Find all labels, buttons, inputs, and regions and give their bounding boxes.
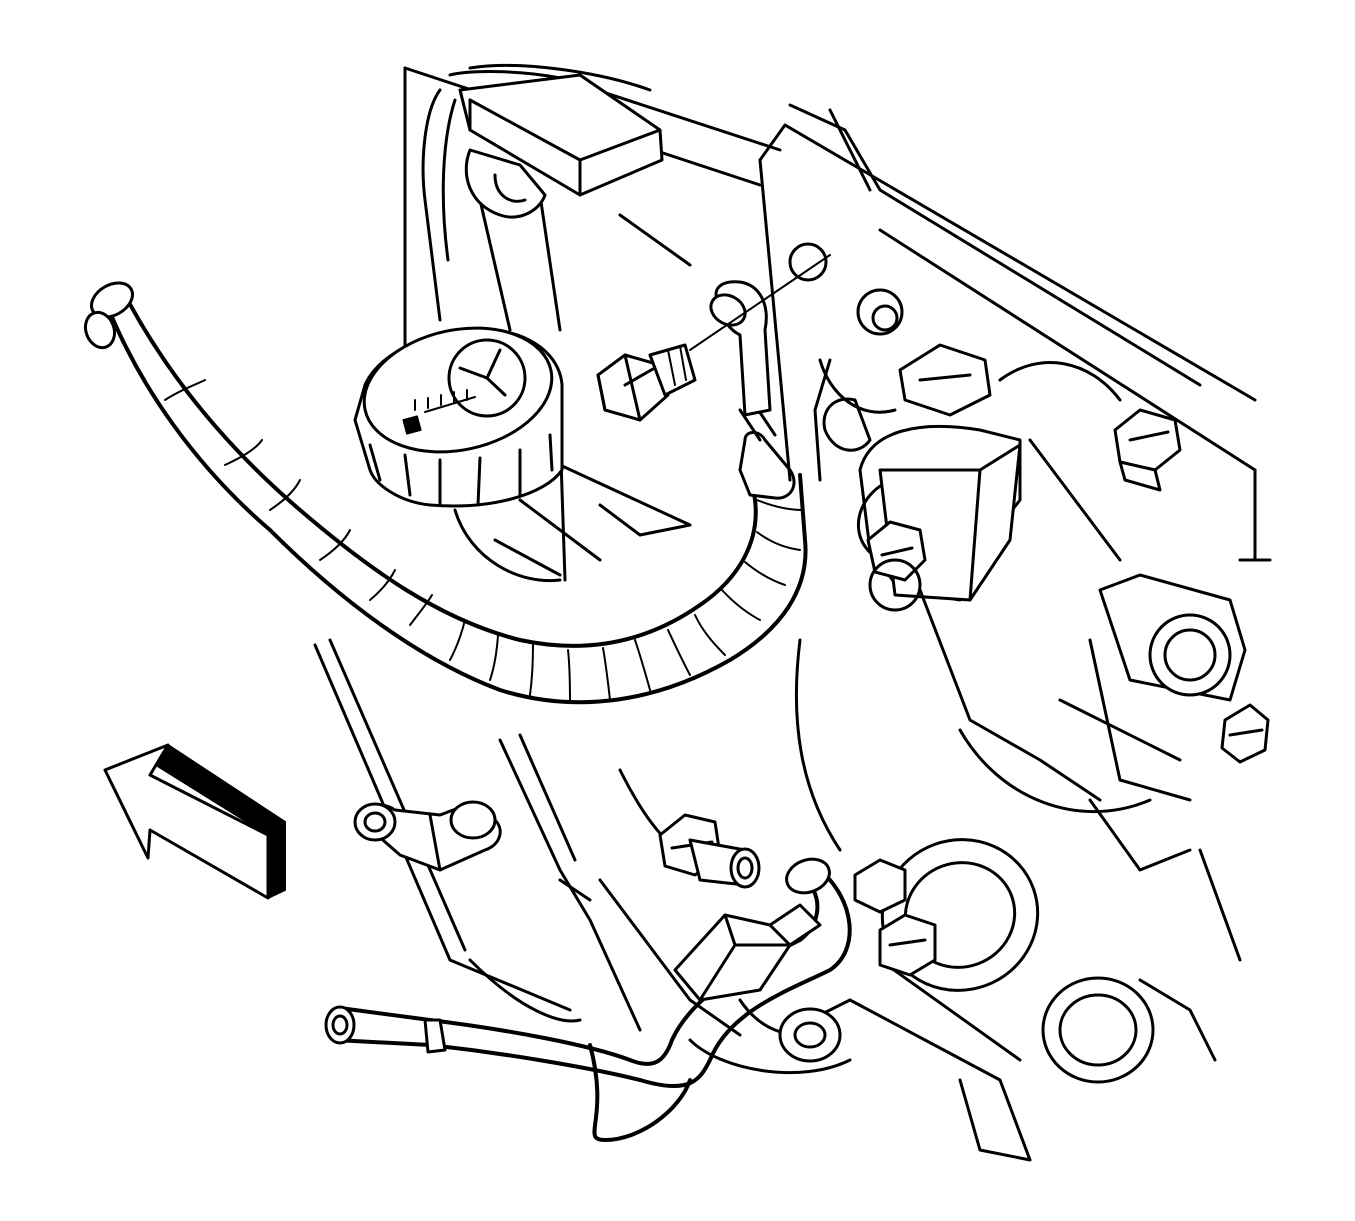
ground-wire-harness-icon <box>83 281 808 705</box>
engine-bracket-icon <box>758 103 1272 962</box>
radiator-panel <box>403 63 782 347</box>
upper-mount-block <box>458 73 664 219</box>
hose-fitting-upper-icon <box>353 800 502 872</box>
direction-arrow-icon <box>103 743 286 900</box>
ground-bolt-icon <box>596 343 697 422</box>
reservoir-cap-icon <box>353 326 564 508</box>
coolant-housing-icon <box>848 838 1217 1162</box>
hose-fitting-middle-icon <box>658 813 761 889</box>
heater-hose-icon <box>324 857 852 1142</box>
lower-engine-lines <box>313 638 852 1075</box>
ring-terminal-icon <box>689 254 831 500</box>
